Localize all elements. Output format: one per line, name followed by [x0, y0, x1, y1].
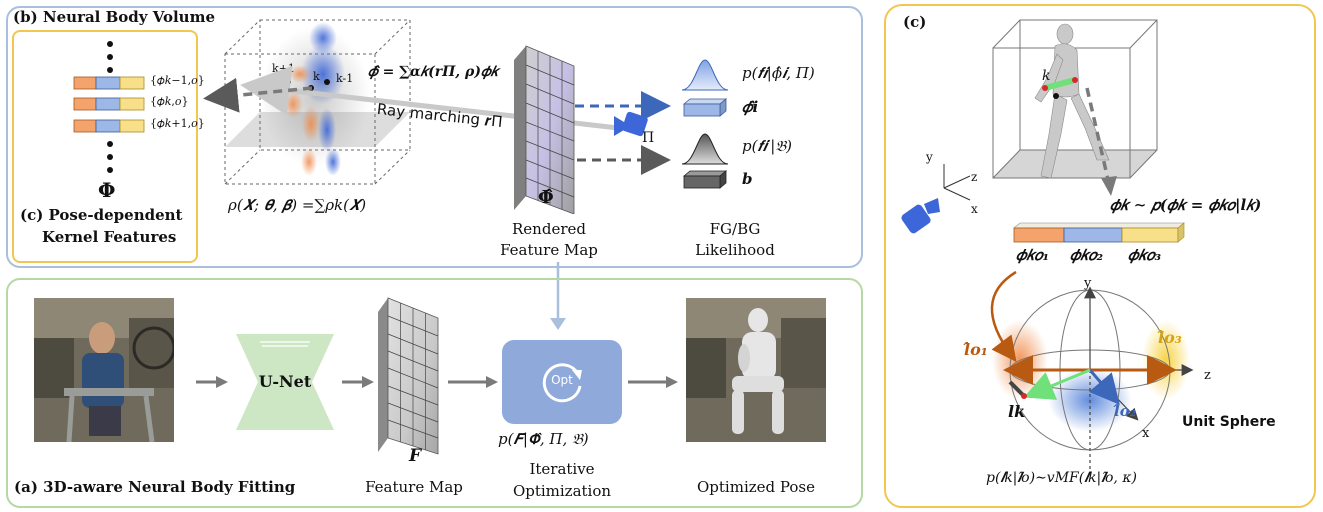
- mesh-cube: [992, 19, 1158, 196]
- joint-label: 𝑘: [1042, 68, 1051, 84]
- optimizer-label: Opt: [551, 373, 573, 387]
- refresh-icon: [542, 363, 582, 403]
- kernel-feature-arrow: [203, 77, 313, 113]
- panel-b-title: (b) Neural Body Volume: [13, 8, 216, 26]
- rendered-caption-line-2: Feature Map: [500, 241, 598, 259]
- panel-body-fitting: [6, 278, 863, 508]
- unit-sphere: [990, 270, 1194, 470]
- voxel-label-k-minus-1: k-1: [336, 72, 354, 85]
- fg-feature-label: 𝜙̂𝒊: [742, 98, 759, 116]
- unet-block: [236, 334, 334, 430]
- unit-sphere-caption: Unit Sphere: [1182, 414, 1276, 430]
- optimizer-block: [502, 340, 622, 424]
- axis-label-y: y: [926, 150, 933, 164]
- rendered-feature-map: [514, 45, 575, 214]
- lk-label: 𝒍𝒌: [1008, 402, 1026, 421]
- camera-label: Π: [642, 130, 655, 146]
- component-feature-bar: [1013, 222, 1185, 243]
- axis-label-x: x: [971, 202, 978, 216]
- panel-neural-body-volume: [6, 6, 863, 268]
- vmf-equation: 𝑝(𝒍𝑘|𝒍̂𝑜)∼vMF(𝒍𝑘|𝒍̂𝑜, κ): [986, 470, 1137, 486]
- rendered-feature-symbol: 𝚽̂: [538, 187, 554, 208]
- feature-label-k-minus-1: {𝜙𝑘−1,𝑜}: [150, 74, 205, 87]
- kernel-title-line-2: Kernel Features: [42, 228, 177, 246]
- fg-likelihood-curve: [681, 59, 729, 91]
- sphere-axis-z: z: [1204, 368, 1211, 383]
- panel-kernel-features: [12, 30, 198, 263]
- kernel-title-line-1: (c) Pose-dependent: [20, 206, 183, 224]
- feature-set-symbol: 𝚽: [98, 178, 116, 202]
- fg-feature-block: [682, 98, 728, 117]
- feature-label-k: {𝜙𝑘,𝑜}: [150, 95, 189, 108]
- vertical-dots-bottom: [107, 141, 113, 173]
- likelihood-caption-line-1: FG/BG: [709, 220, 761, 238]
- feature-bar-k: [73, 97, 145, 111]
- input-image: [34, 298, 174, 442]
- feature-label-k-plus-1: {𝜙𝑘+1,𝑜}: [150, 117, 205, 130]
- sphere-axis-y: y: [1084, 276, 1092, 291]
- panel-c-title: (c): [903, 13, 927, 31]
- bg-likelihood-equation: 𝑝(𝒇𝒊′|𝔅): [742, 137, 792, 155]
- bg-likelihood-curve: [681, 133, 729, 165]
- voxel-label-k: k: [313, 70, 320, 83]
- unet-label: U-Net: [258, 372, 312, 391]
- axis-label-z: z: [971, 170, 978, 184]
- component-label-3: 𝜙𝑘𝑜₃: [1128, 246, 1162, 264]
- density-equation: ρ(𝑿; 𝜽, 𝜷) =∑ρ𝑘(𝑿): [228, 196, 367, 214]
- optimizer-caption-line-1: Iterative: [529, 460, 595, 478]
- vmf-mean-o3: 𝒍̂𝒐₃: [1158, 328, 1182, 347]
- neural-body-volume-cube: [224, 19, 411, 185]
- camera-icon: [614, 111, 648, 137]
- distribution-equation: 𝜙𝑘 ∼ 𝑝(𝜙𝑘 = 𝜙𝑘𝑜|𝒍𝑘): [1110, 196, 1262, 214]
- optimized-pose-image: [686, 298, 826, 442]
- vertical-dots-top: [107, 41, 113, 73]
- optimizer-equation: 𝑝(𝑭|𝚽̂, Π, 𝔅): [498, 430, 589, 448]
- fg-likelihood-equation: 𝑝(𝒇𝒊|𝜙̂𝒊, Π): [742, 64, 815, 82]
- camera-icon-right: [901, 198, 940, 234]
- panel-link-arrow: [550, 262, 566, 330]
- kernel-feature-stack: [73, 41, 145, 173]
- feature-map-caption: Feature Map: [365, 478, 463, 496]
- bg-feature-block: [682, 170, 728, 189]
- arrow-to-feature-map: [342, 376, 374, 388]
- feature-map-grid: [378, 297, 439, 455]
- panel-a-title: (a) 3D-aware Neural Body Fitting: [14, 478, 296, 496]
- coordinate-axes: [943, 164, 971, 201]
- likelihood-caption-line-2: Likelihood: [695, 241, 775, 259]
- rendered-caption-line-1: Rendered: [512, 220, 586, 238]
- arrow-to-optimizer: [448, 376, 498, 388]
- sphere-axis-x: x: [1142, 426, 1150, 441]
- component-label-2: 𝜙𝑘𝑜₂: [1070, 246, 1104, 264]
- bg-feature-label: 𝒃: [742, 170, 753, 188]
- feature-bar-k-minus-1: [73, 76, 145, 90]
- feature-bar-k-plus-1: [73, 119, 145, 133]
- vmf-mean-o2: 𝒍̂𝒐₂: [1114, 402, 1137, 420]
- feature-map-symbol: 𝑭: [409, 446, 422, 466]
- panel-vmf: [884, 4, 1316, 508]
- optimized-pose-caption: Optimized Pose: [697, 478, 815, 496]
- optimizer-caption-line-2: Optimization: [512, 482, 612, 500]
- component-label-1: 𝜙𝑘𝑜₁: [1016, 246, 1050, 264]
- arrow-to-result: [628, 376, 678, 388]
- arrow-to-unet: [196, 376, 228, 388]
- vmf-mean-o1: 𝒍̂𝒐₁: [964, 340, 988, 359]
- interpolation-equation: 𝜙̂ = ∑α𝑘(𝒓Π, ρ)𝜙𝑘: [368, 64, 499, 80]
